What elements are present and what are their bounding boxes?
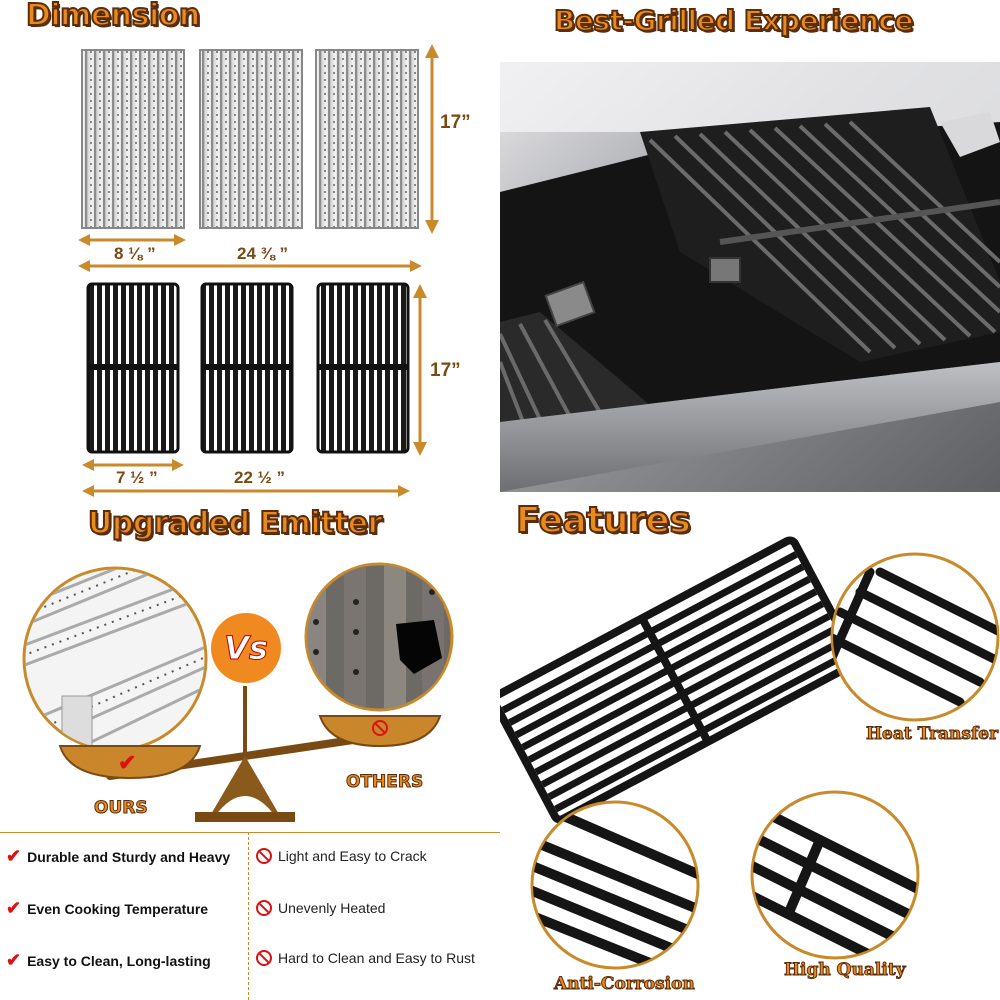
vs-label: Vs <box>224 629 269 668</box>
height-arrow-bottom <box>413 284 427 456</box>
emitter-title: Upgraded Emitter <box>87 505 383 542</box>
heat-transfer-label: Heat Transfer <box>865 724 999 745</box>
dimension-panel: Dimension 17” <box>0 0 500 500</box>
anti-corrosion-closeup <box>530 800 700 970</box>
height-arrow-top <box>425 44 439 234</box>
heat-transfer-closeup <box>830 552 1000 722</box>
cast-iron-grate <box>500 536 850 824</box>
width-arrows-bottom <box>82 459 410 497</box>
others-point: Unevenly Heated <box>256 900 385 916</box>
anti-corrosion-label: Anti-Corrosion <box>554 974 696 995</box>
total-width-label-bottom: 22 ½ ” <box>234 468 286 487</box>
cast-iron-grates <box>86 282 410 454</box>
features-title: Features <box>515 499 692 542</box>
emitter-plate <box>315 49 419 229</box>
emitter-panel: Upgraded Emitter <box>0 500 500 1000</box>
experience-title: Best-Grilled Experience <box>553 3 915 38</box>
cooking-grate <box>200 282 294 454</box>
ours-pan: ✔ <box>58 745 202 780</box>
ours-label: OURS <box>94 798 149 819</box>
experience-panel: Best-Grilled Experience <box>500 0 1000 500</box>
width-arrows-top <box>78 234 422 272</box>
emitter-plate <box>81 49 185 229</box>
single-width-label-top: 8 ⅛ ” <box>114 244 156 263</box>
check-icon: ✔ <box>6 846 22 866</box>
ours-emitter-closeup <box>22 566 208 752</box>
high-quality-label: High Quality <box>784 960 907 981</box>
check-icon: ✔ <box>6 950 22 970</box>
cooking-grate <box>316 282 410 454</box>
total-width-label-top: 24 ⅜ ” <box>237 244 289 263</box>
height-label-top: 17” <box>440 112 471 133</box>
ours-point: ✔ Even Cooking Temperature <box>6 898 209 918</box>
height-label-bottom: 17” <box>430 360 461 381</box>
others-pan <box>318 715 442 748</box>
features-panel: Features <box>500 499 1000 1000</box>
others-emitter-closeup <box>304 562 454 712</box>
emitter-plate <box>199 49 303 229</box>
others-point: Hard to Clean and Easy to Rust <box>256 950 475 966</box>
cooking-grate <box>86 282 180 454</box>
dimension-title: Dimension <box>25 0 201 34</box>
stainless-emitter-plates <box>81 49 419 229</box>
comparison-divider-vertical <box>248 832 249 1000</box>
others-label: OTHERS <box>345 772 424 793</box>
svg-text:✔: ✔ <box>118 750 136 775</box>
prohibited-icon <box>256 900 272 916</box>
prohibited-icon <box>256 848 272 864</box>
ours-point: ✔ Easy to Clean, Long-lasting <box>6 950 211 970</box>
check-icon: ✔ <box>6 898 22 918</box>
single-width-label-bottom: 7 ½ ” <box>116 468 158 487</box>
grill-grate-right <box>640 107 1000 362</box>
vs-badge: Vs <box>208 610 284 686</box>
balance-scale: ✔ <box>58 686 442 822</box>
high-quality-closeup <box>750 790 920 960</box>
others-point: Light and Easy to Crack <box>256 848 427 864</box>
prohibited-icon <box>256 950 272 966</box>
grill-photo <box>500 62 1000 492</box>
ours-point: ✔ Durable and Sturdy and Heavy <box>6 846 231 866</box>
comparison-divider-horizontal <box>0 832 500 833</box>
